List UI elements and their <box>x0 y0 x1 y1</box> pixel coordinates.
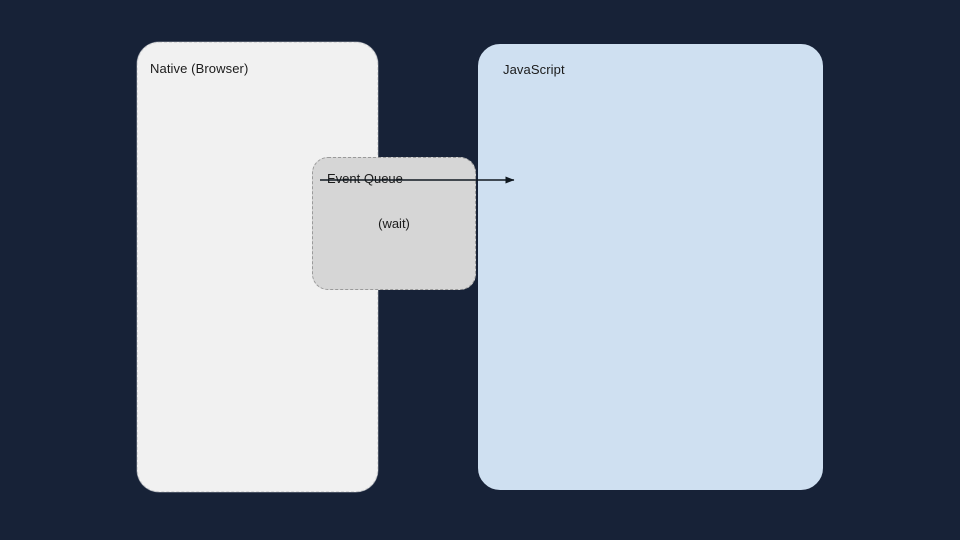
native-browser-panel-label: Native (Browser) <box>150 61 249 76</box>
event-queue-status: (wait) <box>378 216 410 231</box>
event-queue-box: Event Queue (wait) <box>312 157 476 290</box>
event-queue-title: Event Queue <box>327 171 403 186</box>
javascript-panel-label: JavaScript <box>503 62 565 77</box>
native-browser-panel: Native (Browser) Event Queue (wait) <box>137 42 476 492</box>
javascript-panel: JavaScript <box>478 44 823 490</box>
event-queue-to-javascript-arrow <box>320 176 515 184</box>
